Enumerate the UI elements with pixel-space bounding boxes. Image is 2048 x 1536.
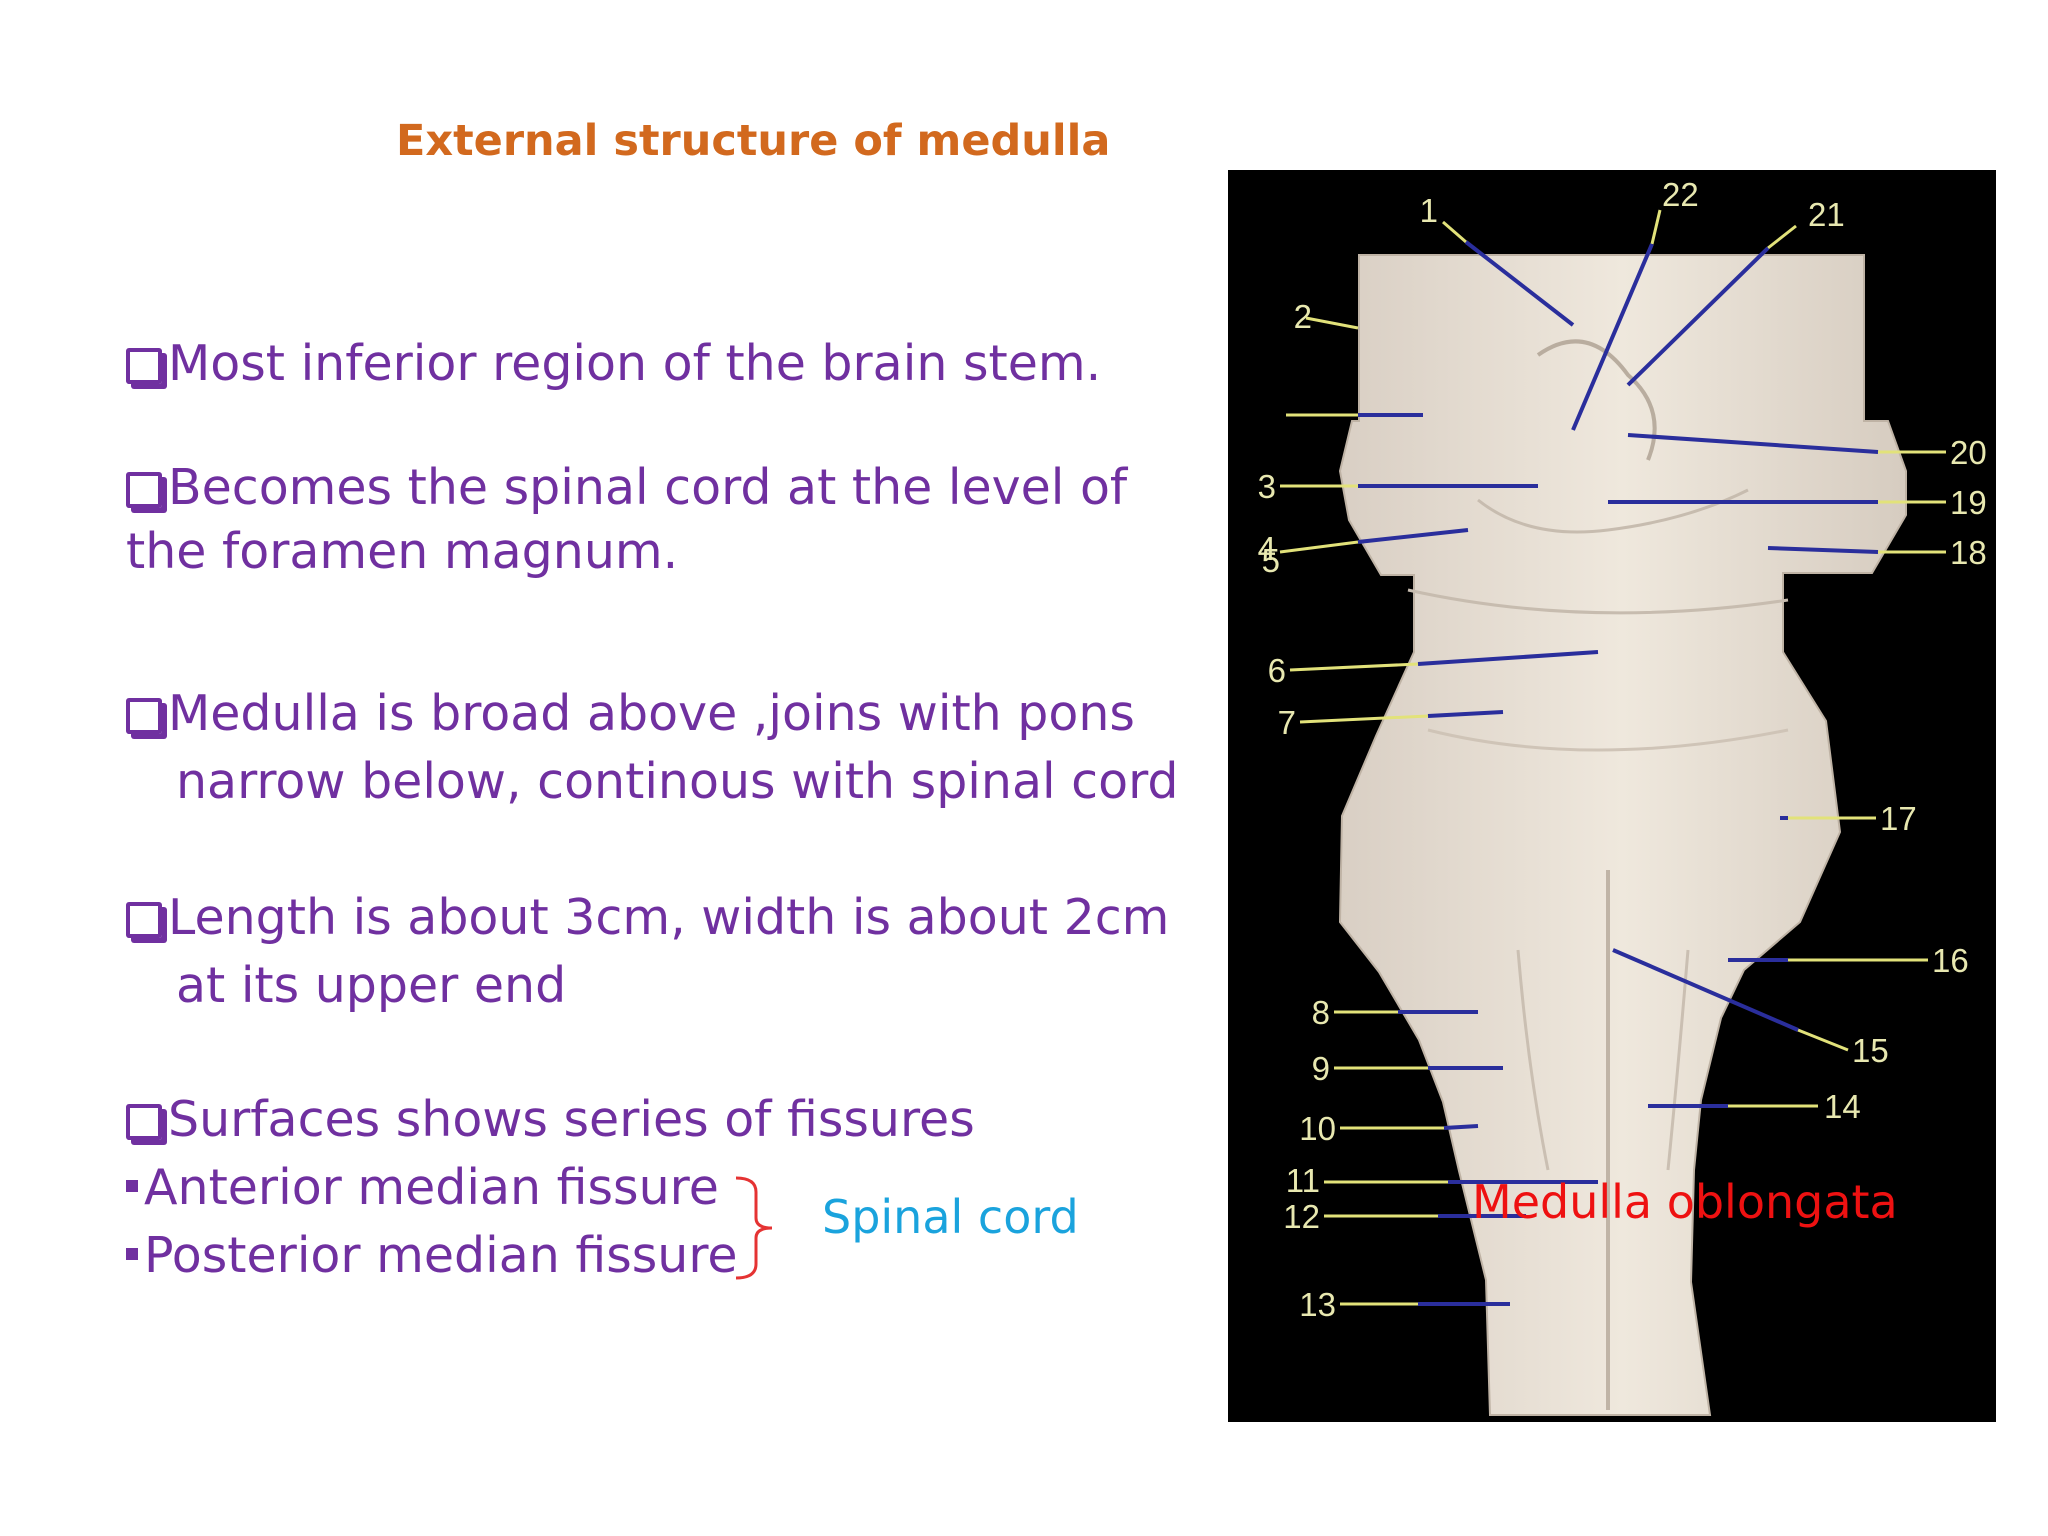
bullet-2: Becomes the spinal cord at the level of … <box>126 456 1127 584</box>
label-6: 6 <box>1268 652 1286 689</box>
label-4: 4 <box>1258 530 1276 567</box>
bullet-4: Length is about 3cm, width is about 2cm … <box>126 884 1169 1020</box>
subitem-2-text: Posterior median fissure <box>144 1227 738 1284</box>
square-bullet-icon <box>126 1248 138 1260</box>
label-21: 21 <box>1808 196 1845 233</box>
bullet-1: Most inferior region of the brain stem. <box>126 332 1101 396</box>
label-leader-lines <box>1279 209 1946 1306</box>
label-9: 9 <box>1312 1050 1330 1087</box>
label-2: 2 <box>1294 298 1312 335</box>
specimen-illustration: 1 2 3 4 5 6 7 8 9 10 11 12 13 14 15 16 1… <box>1258 176 1987 1416</box>
label-17: 17 <box>1880 800 1917 837</box>
label-5: 5 <box>1262 542 1280 579</box>
label-7: 7 <box>1278 704 1296 741</box>
medulla-specimen-image: 1 2 3 4 5 6 7 8 9 10 11 12 13 14 15 16 1… <box>1228 170 1996 1422</box>
bullet-3: Medulla is broad above ,joins with pons … <box>126 680 1179 816</box>
label-22: 22 <box>1662 176 1699 213</box>
specimen-number-labels: 1 2 3 4 5 6 7 8 9 10 11 12 13 14 15 16 1… <box>1258 176 1987 1323</box>
bullet-4-text-line2: at its upper end <box>176 957 567 1014</box>
subitem-2: Posterior median fissure <box>126 1224 738 1288</box>
subitem-1: Anterior median fissure <box>126 1156 719 1220</box>
label-10: 10 <box>1299 1110 1336 1147</box>
label-13: 13 <box>1299 1286 1336 1323</box>
label-3: 3 <box>1258 468 1276 505</box>
subitem-1-text: Anterior median fissure <box>144 1159 719 1216</box>
bullet-4-text-line1: Length is about 3cm, width is about 2cm <box>168 889 1170 946</box>
bullet-2-text-line1: Becomes the spinal cord at the level of <box>168 459 1128 516</box>
slide-title: External structure of medulla <box>396 116 1111 166</box>
label-11: 11 <box>1286 1162 1320 1199</box>
medulla-tissue-shape <box>1338 254 1907 1416</box>
bullet-3-text-line2: narrow below, continous with spinal cord <box>176 753 1179 810</box>
checkbox-bullet-icon <box>126 472 162 508</box>
label-12: 12 <box>1283 1198 1320 1235</box>
label-19: 19 <box>1950 484 1987 521</box>
label-18: 18 <box>1950 534 1987 571</box>
label-1: 1 <box>1420 192 1438 229</box>
label-8: 8 <box>1312 994 1330 1031</box>
bullet-2-text-line2: the foramen magnum. <box>126 523 679 580</box>
medulla-oblongata-label: Medulla oblongata <box>1472 1175 1898 1229</box>
label-15: 15 <box>1852 1032 1889 1069</box>
label-16: 16 <box>1932 942 1969 979</box>
label-14: 14 <box>1824 1088 1861 1125</box>
checkbox-bullet-icon <box>126 348 162 384</box>
curly-brace-icon <box>735 1176 773 1280</box>
square-bullet-icon <box>126 1180 138 1192</box>
bullet-1-text: Most inferior region of the brain stem. <box>168 335 1102 392</box>
label-20: 20 <box>1950 434 1987 471</box>
spinal-cord-label: Spinal cord <box>822 1190 1079 1244</box>
bullet-3-text-line1: Medulla is broad above ,joins with pons <box>168 685 1135 742</box>
checkbox-bullet-icon <box>126 698 162 734</box>
checkbox-bullet-icon <box>126 902 162 938</box>
bullet-5-text: Surfaces shows series of fissures <box>168 1091 975 1148</box>
checkbox-bullet-icon <box>126 1104 162 1140</box>
bullet-5: Surfaces shows series of fissures <box>126 1088 975 1152</box>
label-arrows <box>1357 240 1879 1306</box>
